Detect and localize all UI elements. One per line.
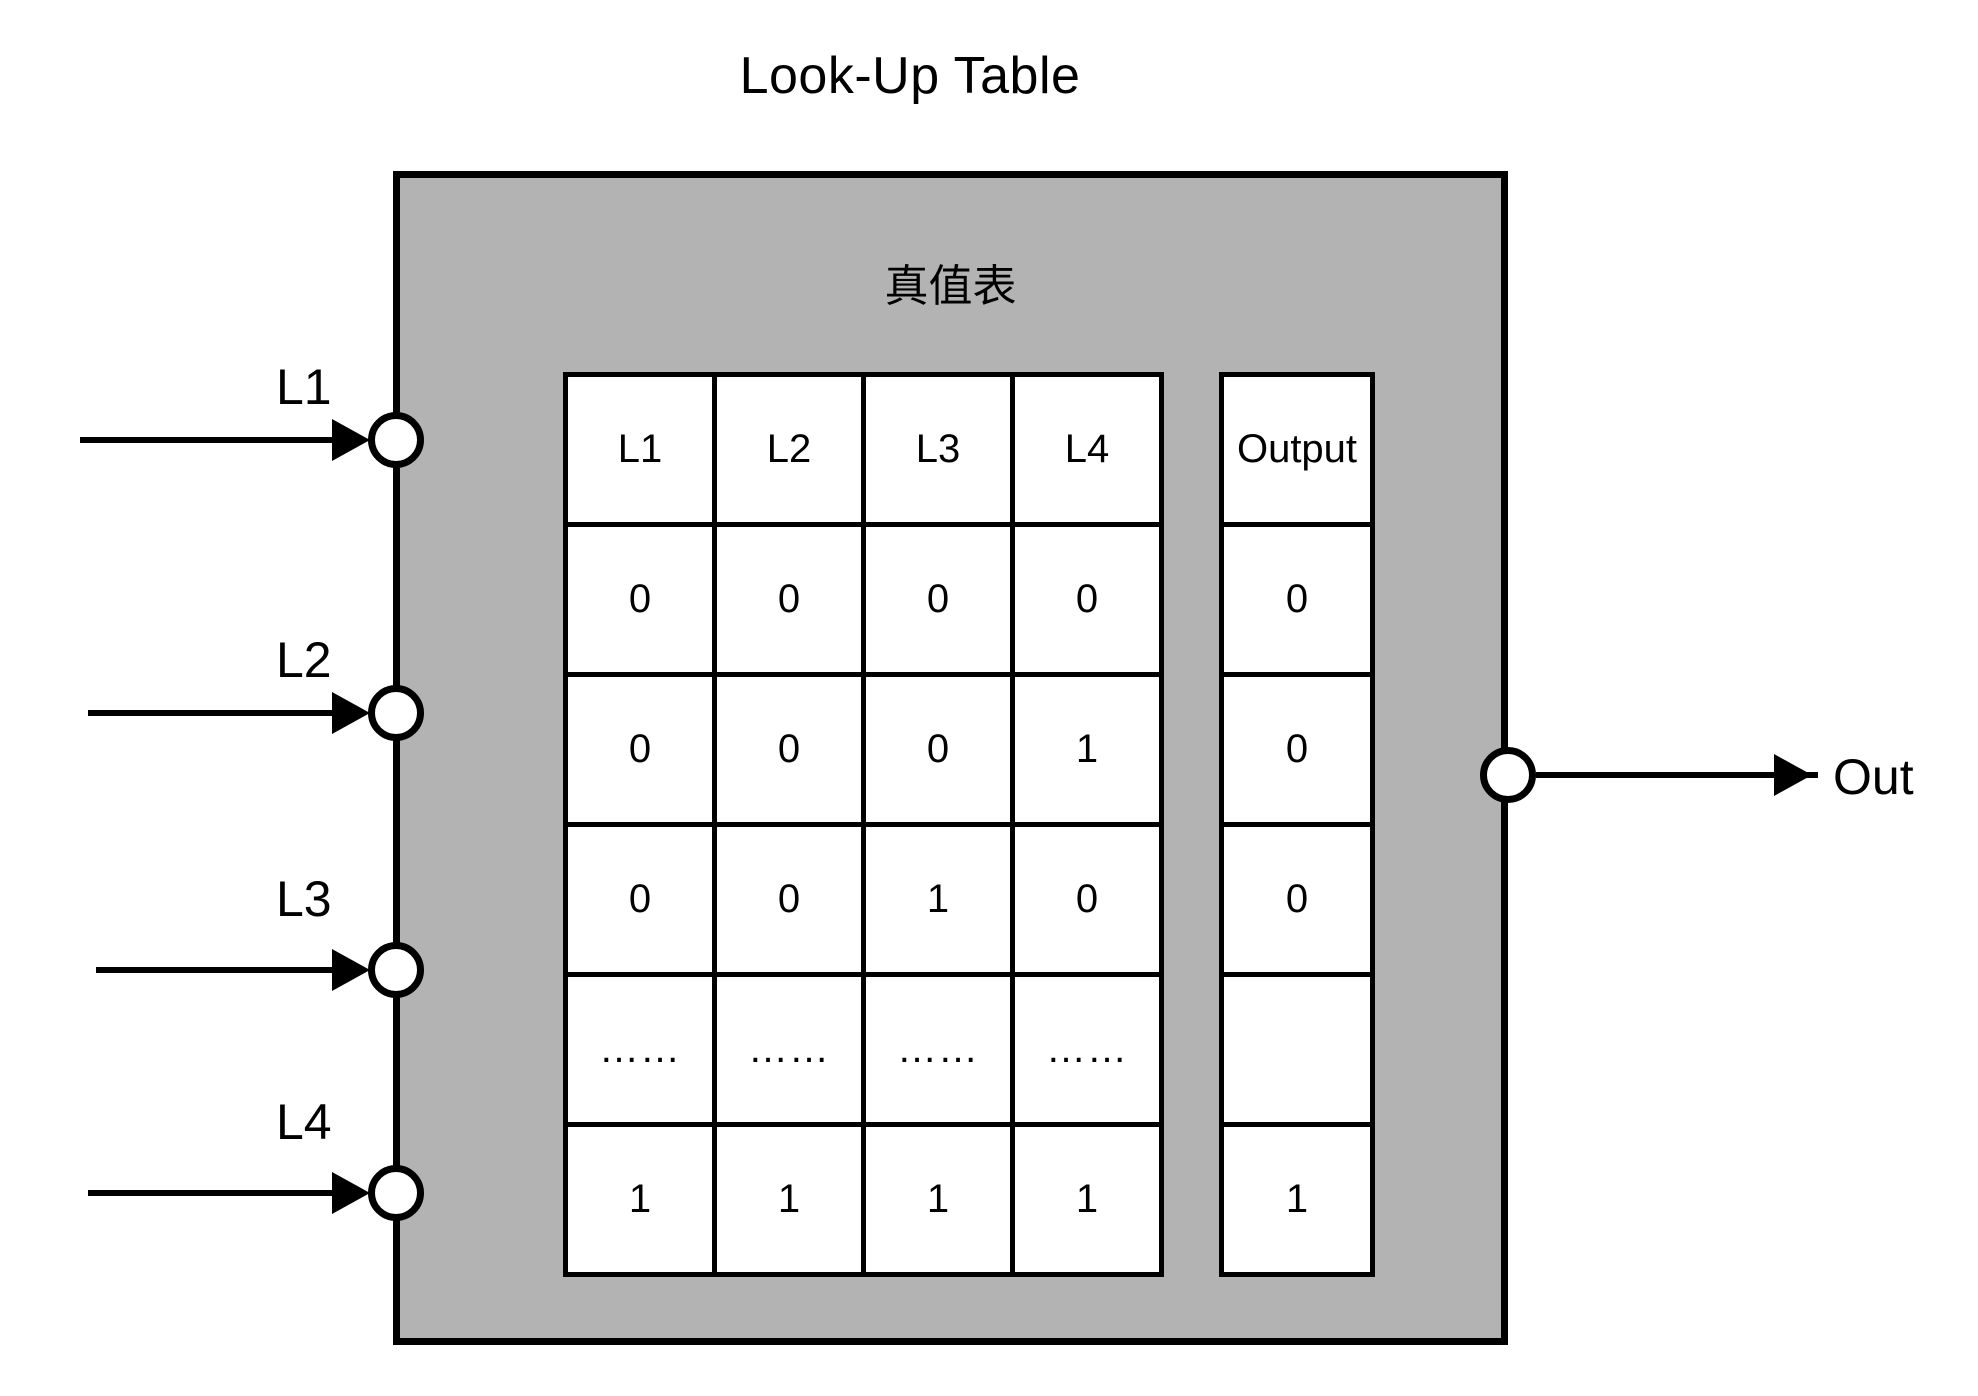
input-wire-l1	[80, 437, 340, 443]
table-row: 1	[1219, 1122, 1375, 1277]
cell-input-ellipsis: ……	[563, 972, 717, 1127]
table-row: 0 0 0 1	[563, 672, 1164, 827]
cell-input: 1	[563, 1122, 717, 1277]
cell-input: 0	[712, 522, 866, 677]
cell-input: 1	[861, 1122, 1015, 1277]
cell-input: 1	[712, 1122, 866, 1277]
cell-input: 0	[712, 672, 866, 827]
cell-input: 0	[1010, 822, 1164, 977]
arrow-right-icon	[332, 949, 370, 991]
output-pin[interactable]	[1480, 747, 1536, 803]
output-wire	[1536, 772, 1818, 778]
cell-input: 0	[563, 522, 717, 677]
cell-output: 0	[1219, 522, 1375, 677]
table-row: 0	[1219, 822, 1375, 977]
cell-output: 0	[1219, 822, 1375, 977]
cell-input-ellipsis: ……	[712, 972, 866, 1127]
table-row: 0	[1219, 522, 1375, 677]
cell-input: 1	[1010, 1122, 1164, 1277]
arrow-right-icon	[332, 1172, 370, 1214]
input-pin-l4[interactable]	[368, 1165, 424, 1221]
output-label: Out	[1833, 749, 1914, 805]
input-pin-l1[interactable]	[368, 412, 424, 468]
cell-input: 0	[1010, 522, 1164, 677]
cell-output: 1	[1219, 1122, 1375, 1277]
lut-block: 真值表 L1 L2 L3 L4 0 0 0 0	[393, 171, 1508, 1345]
cell-input: 0	[563, 822, 717, 977]
table-header-row: Output	[1219, 372, 1375, 527]
input-wire-l3	[96, 967, 340, 973]
input-wire-l2	[88, 710, 340, 716]
cell-output-empty	[1219, 972, 1375, 1127]
truth-table-area: L1 L2 L3 L4 0 0 0 0 0 0 0	[563, 372, 1375, 1277]
input-wire-l4	[88, 1190, 340, 1196]
cell-input: 1	[861, 822, 1015, 977]
cell-input: 0	[563, 672, 717, 827]
cell-input: 0	[861, 522, 1015, 677]
cell-input-ellipsis: ……	[861, 972, 1015, 1127]
table-row: 0 0 0 0	[563, 522, 1164, 677]
table-header-row: L1 L2 L3 L4	[563, 372, 1164, 527]
column-header-l4: L4	[1010, 372, 1164, 527]
table-row-ellipsis: …… …… …… ……	[563, 972, 1164, 1127]
column-header-l2: L2	[712, 372, 866, 527]
input-label-l3: L3	[276, 871, 332, 927]
input-pin-l2[interactable]	[368, 685, 424, 741]
input-label-l2: L2	[276, 632, 332, 688]
cell-output: 0	[1219, 672, 1375, 827]
truth-table-output: Output 0 0 0 1	[1219, 372, 1375, 1277]
cell-input: 0	[712, 822, 866, 977]
arrow-right-icon	[332, 692, 370, 734]
table-row: 0 0 1 0	[563, 822, 1164, 977]
cell-input: 1	[1010, 672, 1164, 827]
lut-subtitle: 真值表	[884, 262, 1017, 311]
column-header-l3: L3	[861, 372, 1015, 527]
arrow-right-icon	[1774, 754, 1812, 796]
truth-table-inputs: L1 L2 L3 L4 0 0 0 0 0 0 0	[563, 372, 1164, 1277]
input-pin-l3[interactable]	[368, 942, 424, 998]
cell-input-ellipsis: ……	[1010, 972, 1164, 1127]
column-header-l1: L1	[563, 372, 717, 527]
column-header-output: Output	[1219, 372, 1375, 527]
arrow-right-icon	[332, 419, 370, 461]
table-row: 0	[1219, 672, 1375, 827]
page-title: Look-Up Table	[739, 47, 1081, 105]
cell-input: 0	[861, 672, 1015, 827]
input-label-l4: L4	[276, 1094, 332, 1150]
table-row-ellipsis	[1219, 972, 1375, 1127]
table-row: 1 1 1 1	[563, 1122, 1164, 1277]
input-label-l1: L1	[276, 359, 332, 415]
